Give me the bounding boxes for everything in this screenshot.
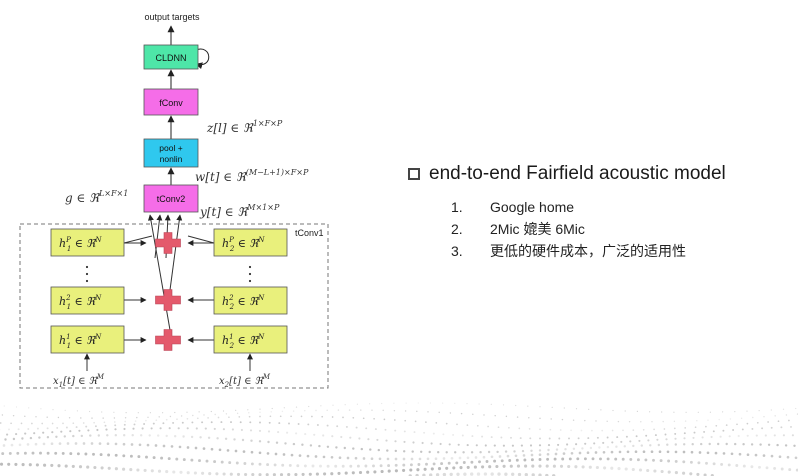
filter-to-sum-arrows (124, 240, 214, 343)
pool-nonlin-box: pool + nonlin (143, 138, 199, 168)
fconv-label: fConv (159, 98, 183, 108)
fconv-box: fConv (143, 88, 199, 116)
x1-input-label: x1[t] ∈ ℜM (53, 373, 105, 389)
list-item: 3.更低的硬件成本，广泛的适用性 (451, 243, 686, 259)
pool-label-line2: nonlin (160, 154, 183, 164)
ellipsis-left (85, 265, 89, 283)
bullet-title: end-to-end Fairfield acoustic model (408, 163, 793, 185)
tconv1-label: tConv1 (295, 228, 324, 238)
w-annotation: w[t] ∈ ℜ(M−L+1)×F×P (195, 168, 309, 184)
sum-node-icon (155, 329, 181, 351)
bullet-list: 1.Google home 2.2Mic 媲美 6Mic 3.更低的硬件成本，广… (408, 196, 793, 262)
connection-lines (123, 214, 215, 331)
bullet-panel: end-to-end Fairfield acoustic model 1.Go… (408, 163, 793, 262)
z-annotation: z[l] ∈ ℜ1×F×P (206, 119, 283, 135)
sum-node-icon (155, 232, 181, 254)
pool-label-line1: pool + (159, 143, 182, 153)
list-item: 1.Google home (451, 199, 575, 215)
x2-input-label: x2[t] ∈ ℜM (219, 373, 271, 389)
ellipsis-right (248, 265, 252, 283)
sum-node-icon (155, 289, 181, 311)
tconv1-container (19, 223, 329, 389)
dotted-wave-background (0, 402, 798, 476)
g-annotation: g ∈ ℜL×F×1 (65, 189, 128, 205)
y-annotation: y[t] ∈ ℜM×1×P (199, 203, 280, 219)
tconv2-box: tConv2 (143, 184, 199, 213)
cldnn-box: CLDNN (143, 44, 199, 70)
tconv2-label: tConv2 (157, 194, 186, 204)
hollow-square-bullet-icon (408, 168, 420, 180)
cldnn-recurrent-loop (195, 48, 210, 70)
cldnn-label: CLDNN (155, 53, 186, 63)
list-item: 2.2Mic 媲美 6Mic (451, 221, 585, 237)
bullet-title-text: end-to-end Fairfield acoustic model (429, 163, 726, 184)
output-targets-label: output targets (144, 12, 200, 22)
